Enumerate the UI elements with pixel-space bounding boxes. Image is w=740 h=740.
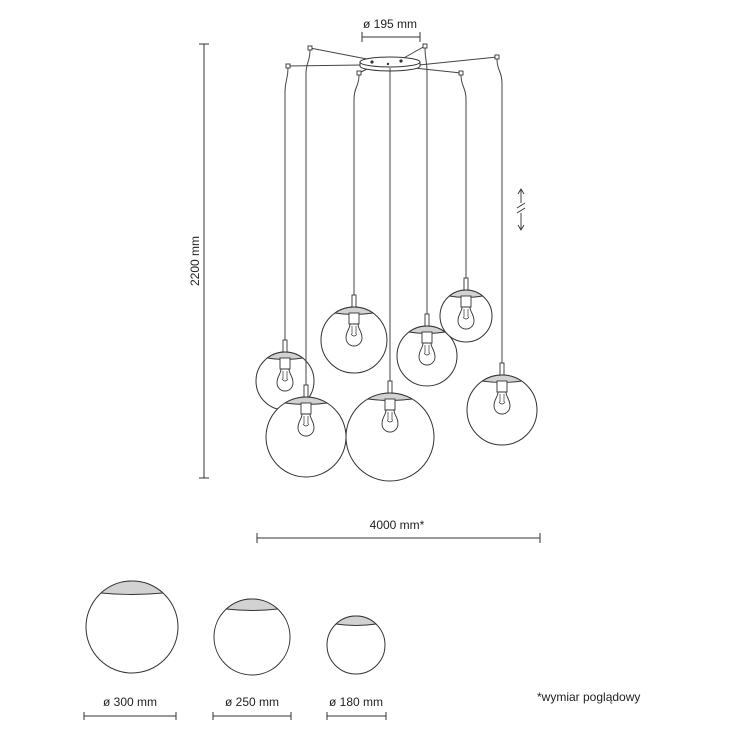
lamp-socket (384, 398, 396, 411)
shade-dimensions: ø 300 mm ø 250 mm ø 180 mm (83, 695, 387, 720)
light-bulb (381, 409, 399, 433)
cord-grip (303, 384, 309, 399)
canopy (359, 56, 421, 72)
pendant-lamp (439, 74, 493, 343)
lamp-socket (279, 357, 291, 370)
light-bulb (457, 306, 475, 330)
light-bulb (493, 391, 511, 415)
canopy-screw (370, 60, 374, 64)
height-label: 2200 mm (188, 236, 202, 286)
bulb-filament (423, 345, 431, 356)
pendant-lamp (265, 49, 347, 478)
canopy-diameter-label: ø 195 mm (363, 17, 417, 31)
span-dimension: 4000 mm* (256, 518, 541, 543)
ceiling-anchor (494, 54, 500, 60)
globe-cap (99, 580, 165, 595)
bulb-filament (386, 412, 394, 423)
canopy-diameter-dimension: ø 195 mm (361, 17, 421, 42)
suspension-cable (424, 47, 428, 314)
suspension-wire (309, 47, 373, 61)
bulb-filament (498, 394, 506, 405)
suspension-wire (413, 67, 462, 74)
light-bulb (345, 323, 363, 347)
canopy-screw (399, 59, 403, 63)
lamp-socket (348, 312, 360, 325)
suspension-cable (353, 74, 360, 295)
bulb-filament (350, 326, 358, 337)
suspension-cable (460, 74, 467, 278)
arrow-up-head (517, 188, 525, 195)
suspension-wire (401, 45, 426, 60)
cord-grip (463, 277, 469, 292)
pendant-lamp (320, 74, 388, 374)
globe-cap (283, 396, 329, 405)
height-dimension: 2200 mm (188, 43, 209, 479)
suspension-cable (305, 49, 311, 385)
lamp-socket (460, 295, 472, 308)
pendant-lamp (466, 58, 538, 446)
globe-cap (266, 351, 304, 360)
ceiling-anchor (356, 70, 362, 76)
suspension-wire (418, 56, 498, 66)
globe-cap (335, 615, 377, 626)
lamp-socket (300, 402, 312, 415)
globe-cap (225, 598, 279, 611)
pendant-lamp (255, 67, 315, 411)
glass-shade (326, 615, 386, 675)
ceiling-anchor (307, 45, 313, 51)
break-mark (516, 202, 526, 209)
lamp-socket (421, 331, 433, 344)
suspension-cable (284, 67, 289, 340)
cord-grip (424, 313, 430, 328)
bulb-filament (462, 309, 470, 320)
pendant-cluster (255, 47, 538, 482)
ceiling-anchor (422, 43, 428, 49)
light-bulb (297, 413, 315, 437)
globe-cap (448, 289, 484, 298)
globe-cap (481, 374, 523, 383)
lamp-socket (496, 380, 508, 393)
light-bulb (276, 368, 294, 392)
suspension-wire (287, 64, 363, 67)
light-bulb (418, 342, 436, 366)
ceiling-anchor (458, 70, 464, 76)
cord-grip (351, 294, 357, 309)
span-label: 4000 mm* (370, 518, 425, 532)
shade-diameter-label: ø 180 mm (329, 695, 383, 709)
ceiling-anchor (285, 63, 291, 69)
cord-grip (387, 380, 393, 395)
shade-variants (85, 580, 386, 676)
suspension-cable (496, 58, 503, 363)
shade-diameter-label: ø 300 mm (103, 695, 157, 709)
break-mark (516, 207, 526, 214)
cord-grip (282, 339, 288, 354)
footnote: *wymiar poglądowy (537, 690, 640, 704)
shade-diameter-label: ø 250 mm (225, 695, 279, 709)
globe-cap (333, 306, 375, 315)
glass-shade (85, 580, 179, 674)
bulb-filament (302, 416, 310, 427)
canopy-top (359, 56, 421, 68)
canopy-screw (386, 62, 390, 66)
bulb-filament (281, 371, 289, 382)
globe-cap (366, 392, 414, 401)
glass-shade (213, 598, 291, 676)
arrow-down-head (517, 224, 525, 231)
adjustable-height-icon (516, 188, 526, 231)
cord-grip (499, 362, 505, 377)
pendant-lamp (345, 68, 435, 482)
